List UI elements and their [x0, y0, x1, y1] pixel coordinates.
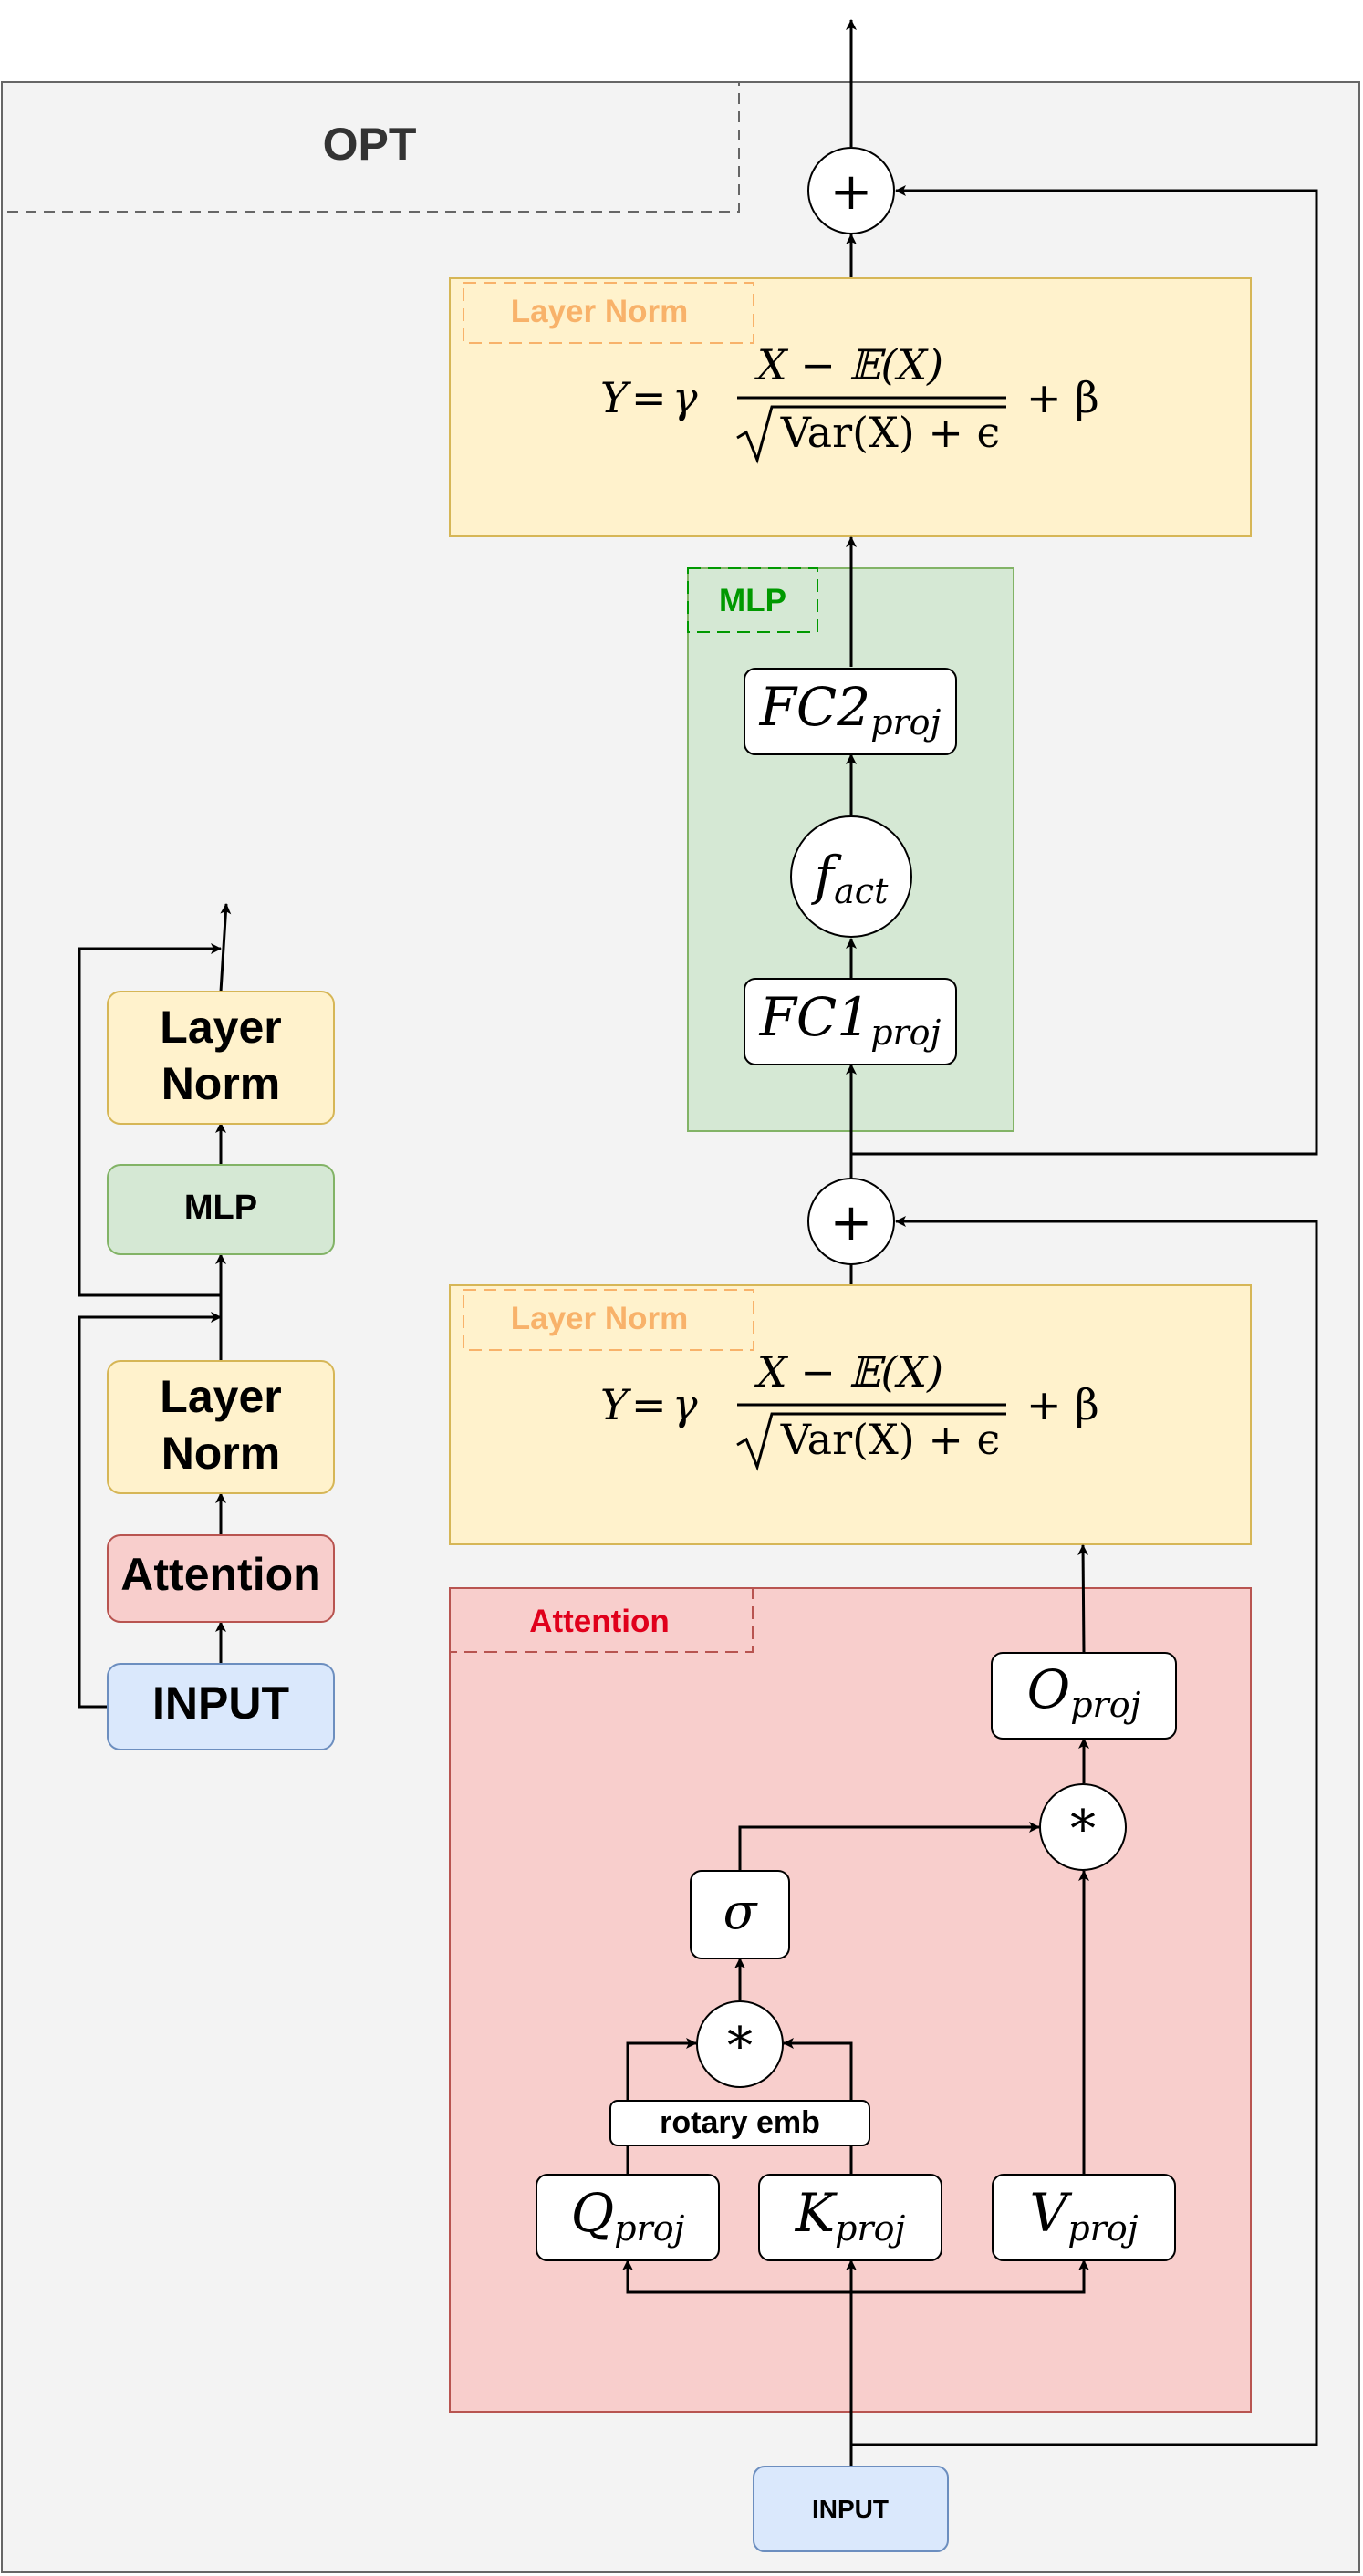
layer-norm-lower-title: Layer Norm — [511, 1301, 689, 1336]
svg-text:INPUT: INPUT — [812, 2495, 889, 2523]
k-proj-base: K — [795, 2182, 838, 2244]
rotary-emb-box: rotary emb — [609, 2100, 870, 2146]
svg-text:INPUT: INPUT — [152, 1678, 289, 1729]
svg-text:+ β: + β — [1026, 1380, 1099, 1429]
svg-text:Y: Y — [600, 1380, 632, 1429]
svg-text:FC2proj: FC2proj — [759, 676, 942, 743]
svg-text:+: + — [830, 162, 873, 222]
mini-layer-norm-upper: Layer Norm — [107, 991, 335, 1125]
layer-norm-upper-formula: Y = γ X − 𝔼(X) Var(X) + ϵ + β — [600, 340, 1099, 464]
o-proj-sub: proj — [1070, 1685, 1140, 1725]
svg-text:Vproj: Vproj — [1029, 2182, 1138, 2249]
mini-attention: Attention — [107, 1534, 335, 1623]
svg-text:FC1proj: FC1proj — [759, 986, 942, 1053]
mini-layer-norm-lower: Layer Norm — [107, 1360, 335, 1494]
mlp-title-box — [687, 567, 818, 633]
attn-v-multiply-node: * — [1039, 1783, 1127, 1871]
k-proj-box: Kproj — [758, 2174, 942, 2261]
attention-title: Attention — [529, 1604, 670, 1639]
mini-mlp: MLP — [107, 1164, 335, 1255]
activation-node: fact — [790, 815, 912, 938]
fc2-sub: proj — [870, 702, 941, 743]
layer-norm-upper-title: Layer Norm — [511, 294, 689, 329]
svg-text:X − 𝔼(X): X − 𝔼(X) — [754, 1347, 943, 1397]
svg-text:*: * — [727, 2017, 753, 2076]
fc2-proj-box: FC2proj — [744, 668, 957, 755]
opt-label: OPT — [323, 119, 417, 170]
svg-text:Y: Y — [600, 373, 632, 422]
svg-text:γ: γ — [672, 1380, 698, 1429]
v-proj-box: Vproj — [992, 2174, 1176, 2261]
svg-text:Attention: Attention — [120, 1549, 320, 1600]
svg-text:*: * — [1070, 1800, 1096, 1859]
mini-input: INPUT — [107, 1663, 335, 1750]
layer-norm-lower-title-box — [463, 1289, 754, 1351]
svg-text:Qproj: Qproj — [571, 2182, 685, 2249]
mlp-title: MLP — [719, 583, 786, 618]
svg-text:Norm: Norm — [161, 1428, 281, 1479]
v-proj-base: V — [1029, 2182, 1072, 2244]
svg-text:Layer: Layer — [160, 1002, 281, 1053]
svg-text:Oproj: Oproj — [1027, 1658, 1141, 1725]
mini-connectors — [78, 903, 232, 1709]
svg-text:Var(X) + ϵ: Var(X) + ϵ — [780, 1415, 1001, 1464]
main-input-box: INPUT — [753, 2466, 949, 2552]
layer-norm-lower-formula: Y = γ X − 𝔼(X) Var(X) + ϵ + β — [600, 1347, 1099, 1471]
svg-text:γ: γ — [672, 373, 698, 422]
svg-text:Norm: Norm — [161, 1058, 281, 1109]
k-proj-sub: proj — [835, 2208, 905, 2249]
main-connectors — [622, 19, 1318, 2467]
fc2-base: FC2 — [759, 676, 871, 738]
svg-text:Var(X) + ϵ: Var(X) + ϵ — [780, 408, 1001, 457]
svg-text:Layer: Layer — [160, 1371, 281, 1422]
o-proj-box: Oproj — [991, 1652, 1177, 1740]
fc1-sub: proj — [870, 1013, 941, 1053]
q-proj-box: Qproj — [536, 2174, 720, 2261]
sigma-softmax-box: σ — [690, 1870, 790, 1959]
fc1-proj-box: FC1proj — [744, 978, 957, 1065]
q-proj-sub: proj — [614, 2208, 684, 2249]
qk-multiply-node: * — [696, 2000, 784, 2088]
svg-text:Kproj: Kproj — [795, 2182, 906, 2249]
residual-add-node-lower: + — [807, 1178, 895, 1265]
svg-text:+: + — [830, 1193, 873, 1252]
fc1-base: FC1 — [759, 986, 871, 1048]
rotary-emb-label: rotary emb — [660, 2105, 820, 2140]
svg-text:σ: σ — [723, 1883, 759, 1940]
svg-text:X − 𝔼(X): X − 𝔼(X) — [754, 340, 943, 390]
attention-title-box — [449, 1587, 754, 1653]
opt-label-box — [1, 81, 740, 213]
svg-text:=: = — [631, 373, 667, 422]
svg-text:MLP: MLP — [184, 1189, 257, 1227]
residual-add-node-upper: + — [807, 147, 895, 234]
q-proj-base: Q — [571, 2182, 615, 2244]
svg-text:+ β: + β — [1026, 373, 1099, 422]
o-proj-base: O — [1027, 1658, 1071, 1720]
layer-norm-upper-title-box — [463, 282, 754, 344]
svg-text:=: = — [631, 1380, 667, 1429]
v-proj-sub: proj — [1067, 2208, 1138, 2249]
